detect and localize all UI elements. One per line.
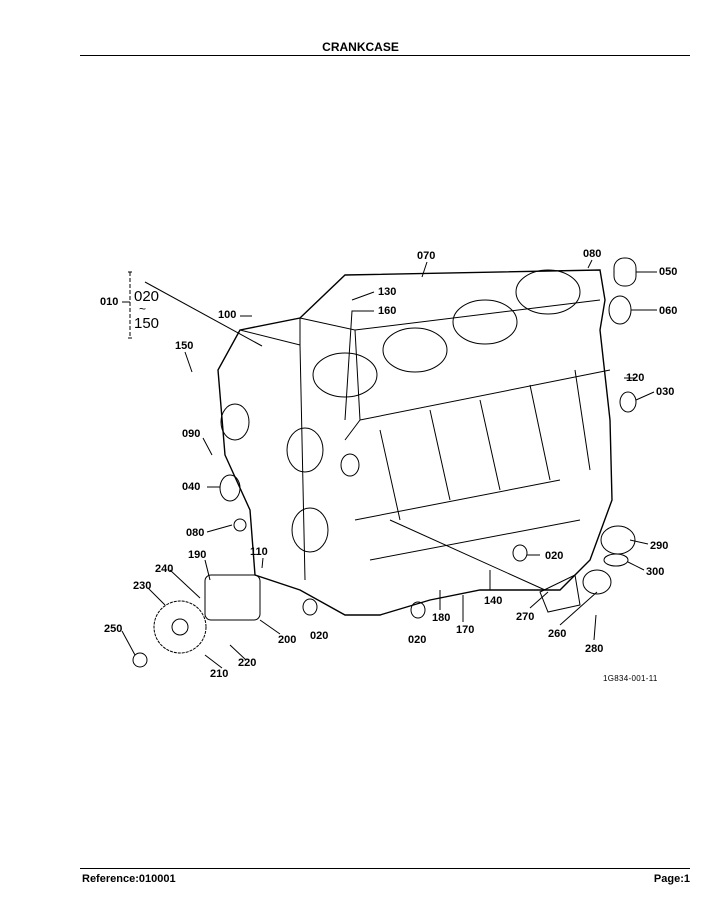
callout-200: 200 — [278, 634, 297, 646]
callout-020: 020 — [310, 630, 329, 642]
callout-120: 120 — [626, 372, 645, 384]
callout-100: 100 — [218, 309, 237, 321]
leader-lines — [121, 259, 657, 669]
callout-040: 040 — [182, 481, 201, 493]
page-title: CRANKCASE — [322, 40, 399, 54]
callout-150: 150 — [175, 340, 194, 352]
parts — [132, 257, 637, 668]
callout-190: 190 — [188, 549, 207, 561]
figure-code: 1G834-001-11 — [603, 674, 658, 683]
callout-080: 080 — [583, 248, 602, 260]
callout-160: 160 — [378, 305, 397, 317]
callout-170: 170 — [456, 624, 475, 636]
callout-250: 250 — [104, 623, 123, 635]
callout-060: 060 — [659, 305, 678, 317]
crankcase-block — [217, 269, 613, 616]
callout-020: 020 — [545, 550, 564, 562]
callout-range-end-150: 150 — [134, 315, 160, 332]
callout-270: 270 — [516, 611, 535, 623]
callout-range-start-020: 020 — [134, 288, 160, 305]
callout-260: 260 — [548, 628, 567, 640]
callout-240: 240 — [155, 563, 174, 575]
callout-050: 050 — [659, 266, 678, 278]
footer-divider — [80, 868, 690, 869]
callout-030: 030 — [656, 386, 675, 398]
callout-range-tilde: ~ — [139, 302, 147, 316]
callout-290: 290 — [650, 540, 669, 552]
callout-020: 020 — [408, 634, 427, 646]
callout-220: 220 — [238, 657, 257, 669]
callout-090: 090 — [182, 428, 201, 440]
callout-080: 080 — [186, 527, 205, 539]
reference-number: Reference:010001 — [82, 873, 176, 885]
callout-130: 130 — [378, 286, 397, 298]
header-divider — [80, 55, 690, 56]
callout-180: 180 — [432, 612, 451, 624]
callout-110: 110 — [250, 546, 268, 558]
page-number: Page:1 — [653, 873, 690, 885]
callout-210: 210 — [210, 668, 229, 680]
callout-230: 230 — [133, 580, 152, 592]
callout-140: 140 — [484, 595, 503, 607]
callout-010: 010 — [100, 296, 119, 308]
callout-280: 280 — [585, 643, 604, 655]
callout-300: 300 — [646, 566, 665, 578]
callout-070: 070 — [417, 250, 436, 262]
